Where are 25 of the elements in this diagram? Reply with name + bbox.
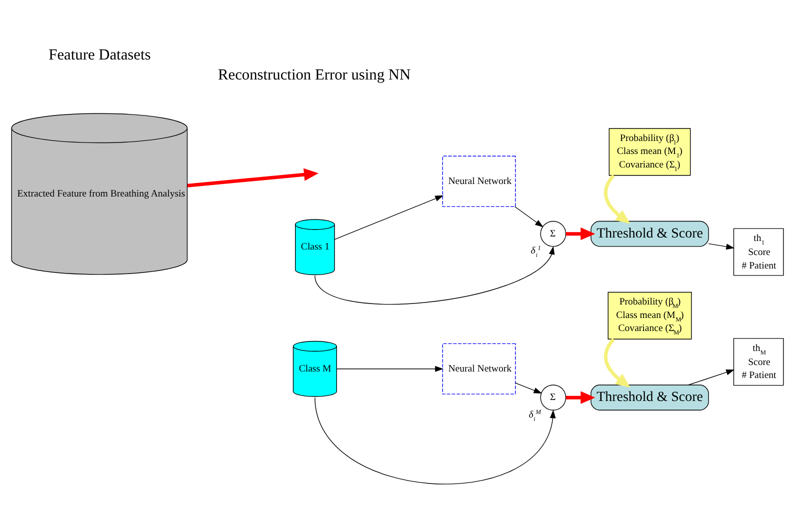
node-circle: Σ	[540, 384, 566, 411]
arrow	[604, 174, 630, 224]
arrow	[334, 195, 444, 240]
arrow	[566, 227, 596, 240]
arrow	[604, 338, 630, 388]
node-box: Threshold & Score	[590, 384, 709, 411]
arrow	[314, 397, 556, 484]
node-circle: Σ	[540, 220, 566, 247]
arrow	[688, 369, 735, 386]
label: Reconstruction Error using NN	[218, 66, 411, 84]
arrow	[708, 243, 735, 250]
arrow	[336, 366, 444, 372]
arrow	[314, 246, 555, 304]
node-box: Threshold & Score	[590, 220, 709, 247]
node-box: th$_{M}$ Score # Patient	[733, 338, 784, 386]
node-box: Probability (β$_{1}$) Class mean (M$_{1}$) Covariance (Σ$_{1}$)	[608, 128, 691, 176]
node-box: Neural Network	[442, 156, 516, 207]
arrow	[515, 382, 542, 394]
arrow	[514, 206, 544, 228]
node-box: th$_{1}$ Score # Patient	[733, 228, 784, 276]
arrow	[566, 391, 596, 404]
node-box: Neural Network	[442, 343, 516, 394]
label: Feature Datasets	[48, 46, 151, 64]
node-box: Probability (β$_{M}$) Class mean (M$_{M}$) Covariance (Σ$_{M}$)	[608, 292, 692, 340]
arrow	[187, 168, 319, 188]
